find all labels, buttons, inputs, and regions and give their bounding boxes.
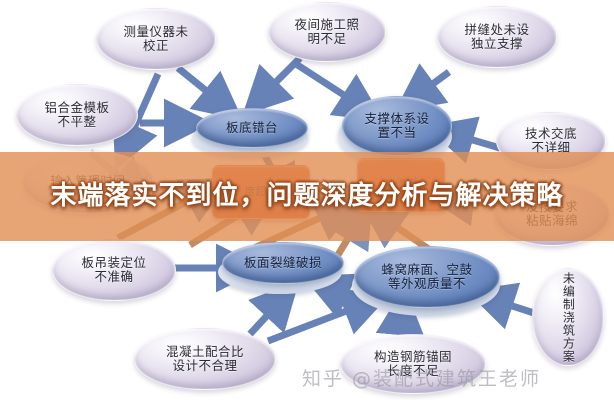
- node-measuring-instrument-uncalibrated[interactable]: 测量仪器未 校正: [96, 8, 216, 70]
- node-label-line2: 长度不足: [386, 363, 439, 378]
- node-label-line2: 等外观质量不: [387, 276, 466, 291]
- node-label-line1: 技术交底: [524, 126, 577, 141]
- node-label-line1: 板面裂缝破损: [243, 255, 322, 270]
- node-label-vertical: 未编制浇筑方案: [561, 271, 576, 363]
- node-label-line1: 拼缝处未设: [464, 22, 530, 37]
- node-label-line1: 测量仪器未: [123, 24, 189, 39]
- node-improper-support-system[interactable]: 支撑体系设 置不当: [342, 96, 452, 156]
- node-label-line2: 独立支撑: [470, 36, 523, 51]
- node-label-line2: 不准确: [94, 269, 134, 284]
- node-label-line1: 混凝土配合比: [165, 344, 244, 359]
- node-label-line1: 铝合金模板: [44, 100, 110, 115]
- node-concrete-mix-design-unreasonable[interactable]: 混凝土配合比 设计不合理: [134, 328, 276, 390]
- node-no-pouring-plan-prepared[interactable]: 未编制浇筑方案: [532, 268, 604, 366]
- node-slab-surface-cracks[interactable]: 板面裂缝破损: [222, 242, 344, 284]
- node-label-line1: 支撑体系设: [364, 111, 430, 126]
- node-slab-hoisting-position-inaccurate[interactable]: 板吊装定位 不准确: [52, 239, 176, 301]
- node-label-line1: 夜间施工照: [294, 17, 360, 32]
- node-label-line2: 明不足: [307, 31, 347, 46]
- node-slab-bottom-misalignment[interactable]: 板底错台: [196, 108, 308, 148]
- node-label-line2: 校正: [142, 38, 169, 53]
- node-honeycomb-pitting-voids[interactable]: 蜂窝麻面、空鼓 等外观质量不: [354, 246, 500, 308]
- node-aluminum-formwork-uneven[interactable]: 铝合金模板 不平整: [16, 84, 138, 146]
- node-rebar-anchorage-length-insufficient[interactable]: 构造钢筋锚固 长度不足: [340, 334, 486, 394]
- node-label-line2: 不详细: [531, 140, 571, 155]
- node-label-line2: 不平整: [57, 114, 97, 129]
- watermark: 知乎 @装配式建筑王老师: [302, 368, 542, 390]
- node-label-line1: 板底错台: [225, 120, 278, 135]
- node-label-line1: 蜂窝麻面、空鼓: [381, 262, 473, 277]
- node-label-line2: 置不当: [377, 125, 417, 140]
- node-label-line1: 构造钢筋锚固: [373, 349, 452, 364]
- node-no-independent-support-at-joints[interactable]: 拼缝处未设 独立支撑: [437, 6, 557, 68]
- title-banner: 末端落实不到位，问题深度分析与解决策略: [0, 152, 614, 241]
- node-label-line2: 设计不合理: [172, 358, 238, 373]
- banner-title-text: 末端落实不到位，问题深度分析与解决策略: [50, 181, 564, 212]
- node-night-lighting-insufficient[interactable]: 夜间施工照 明不足: [268, 2, 386, 62]
- node-label-line1: 板吊装定位: [81, 255, 147, 270]
